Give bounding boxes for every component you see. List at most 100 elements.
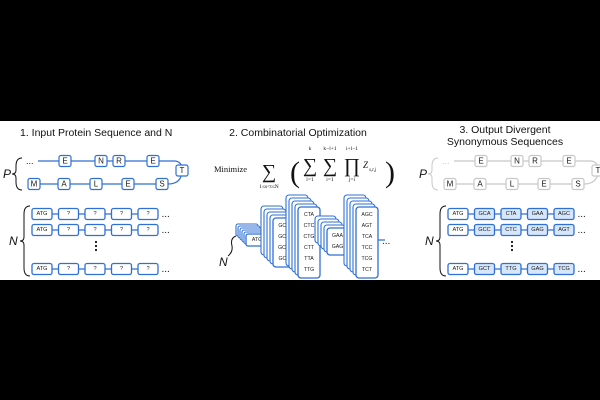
mid-sum-upper: k [309, 146, 312, 152]
stack-col4-codon-option: GAA [332, 233, 343, 239]
output-protein-residue-letter: M [447, 180, 454, 189]
input-row-n-codon-text: ? [93, 266, 96, 272]
input-protein-residue-letter: S [159, 180, 164, 189]
stacks-ellipsis: ... [382, 236, 390, 247]
input-protein-residue-letter: N [98, 157, 104, 166]
outer-sum-subscript: 1≤s<t≤N [259, 184, 279, 190]
input-row-2-ellipsis: ... [162, 225, 170, 236]
output-row-n-codon-box [553, 262, 575, 276]
input-row-1-codon-text: ? [120, 211, 123, 217]
input-protein-residue-box [94, 154, 108, 168]
input-panel-title: 1. Input Protein Sequence and N [20, 127, 172, 139]
output-rows-vertical-dot [510, 240, 514, 244]
stacks-label: N [219, 255, 228, 269]
input-protein-residue-letter: A [61, 180, 67, 189]
input-protein-residue-letter: E [150, 157, 155, 166]
input-row-n-codon-text: ? [67, 266, 70, 272]
output-row-2-codon-text: CTC [505, 227, 517, 233]
input-row-2-codon-text: ? [67, 227, 70, 233]
input-row-2-codon-box [57, 223, 80, 237]
product-symbol: ∏ [344, 155, 360, 177]
stack-col3-codon-option: CTT [304, 245, 315, 251]
input-rows-label: N [9, 234, 18, 248]
stack-col3-codon-option: CTA [304, 212, 315, 218]
stack-col5-codon-option: TCG [362, 256, 373, 262]
input-row-n-codon-box [31, 262, 53, 276]
input-row-2-codon-box [110, 223, 133, 237]
input-protein-residue-box [112, 154, 126, 168]
input-protein-residue-letter: L [94, 180, 99, 189]
input-protein-ellipsis: ... [26, 156, 34, 166]
output-row-2-codon-box [473, 223, 496, 237]
output-row-2-codon-box [553, 223, 575, 237]
output-protein-residue-box [474, 154, 488, 168]
input-protein-turn-residue-letter: T [180, 166, 185, 175]
input-rows-vertical-dot [94, 248, 98, 252]
objective-formula: Minimize ∑ 1≤s<t≤N ( k ∑ l=1 k−l+1 ∑ i=1… [214, 146, 395, 190]
input-row-2-codon-text: ? [146, 227, 149, 233]
inner-sum-subscript: i=1 [326, 177, 334, 183]
input-row-1-codon-text: ATG [36, 211, 47, 217]
stack-first-codon: ATG [252, 237, 262, 243]
inner-sum-symbol: ∑ [323, 155, 337, 177]
output-protein-turn-residue-letter: T [596, 166, 600, 175]
output-protein-residue-letter: E [566, 157, 571, 166]
output-row-1-codon-box [447, 207, 469, 221]
stack-col5-codon-option: TCA [362, 234, 373, 240]
output-protein-turn-residue-box [591, 164, 600, 177]
input-protein-residue-box [58, 154, 72, 168]
input-protein-residue-box [146, 154, 160, 168]
left-paren: ( [290, 156, 300, 189]
optimization-panel-title: 2. Combinatorial Optimization [229, 127, 367, 139]
output-protein-residue-box [443, 177, 457, 191]
input-row-1-codon-text: ? [67, 211, 70, 217]
output-row-2-codon-text: ATG [452, 227, 463, 233]
input-row-n-codon-text: ATG [36, 266, 47, 272]
stack-col4-codon-option: GAG [332, 244, 344, 250]
output-row-2-codon-text: GAG [531, 227, 543, 233]
input-protein-residue-letter: E [125, 180, 130, 189]
output-rows-vertical-dot [510, 248, 514, 252]
output-row-n-codon-box [526, 262, 549, 276]
input-codon-rows: ATG????...ATG????...ATG????...N [9, 205, 170, 277]
output-protein-residue-box [505, 177, 519, 191]
input-row-2-codon-box [84, 223, 106, 237]
term-subscript: s,t,j [369, 168, 377, 173]
output-protein-brace [427, 157, 439, 191]
stack-col2-codon-option: GCG [278, 245, 290, 251]
output-row-n-codon-box [447, 262, 469, 276]
mid-sum-symbol: ∑ [303, 155, 317, 177]
output-protein-residue-letter: R [532, 157, 538, 166]
input-row-2-codon-box [31, 223, 53, 237]
stack-col3-codon-option: TTA [304, 256, 314, 262]
output-row-1-codon-box [500, 207, 522, 221]
stack-col2-codon-option: GCT [279, 256, 291, 262]
stack-col5-codon-option: AGC [361, 212, 372, 218]
input-protein-residue-letter: E [62, 157, 67, 166]
outer-sum-symbol: ∑ [262, 161, 276, 183]
input-protein-residue-letter: M [31, 180, 38, 189]
input-protein-residue-letter: R [116, 157, 122, 166]
input-row-n-codon-box [110, 262, 133, 276]
output-protein-ellipsis: ... [442, 156, 450, 166]
stack-col3-codon-option: CTC [304, 223, 315, 229]
input-rows-vertical-dot [94, 240, 98, 244]
input-row-n-codon-text: ? [120, 266, 123, 272]
output-row-1-codon-text: GAA [532, 211, 544, 217]
input-protein-residue-box [57, 177, 71, 191]
output-rows-brace [435, 205, 447, 277]
output-row-1-ellipsis: ... [578, 209, 586, 220]
output-row-1-codon-text: GCA [478, 211, 490, 217]
output-row-2-ellipsis: ... [578, 225, 586, 236]
output-protein-residue-letter: E [478, 157, 483, 166]
stack-col5-stack-front [355, 206, 379, 279]
output-protein-residue-box [473, 177, 487, 191]
stack-col5-codon-option: TCC [362, 245, 373, 251]
output-protein-residue-letter: S [575, 180, 580, 189]
mid-sum-subscript: l=1 [306, 177, 314, 183]
output-protein-residue-letter: N [514, 157, 520, 166]
input-row-2-codon-box [137, 223, 159, 237]
